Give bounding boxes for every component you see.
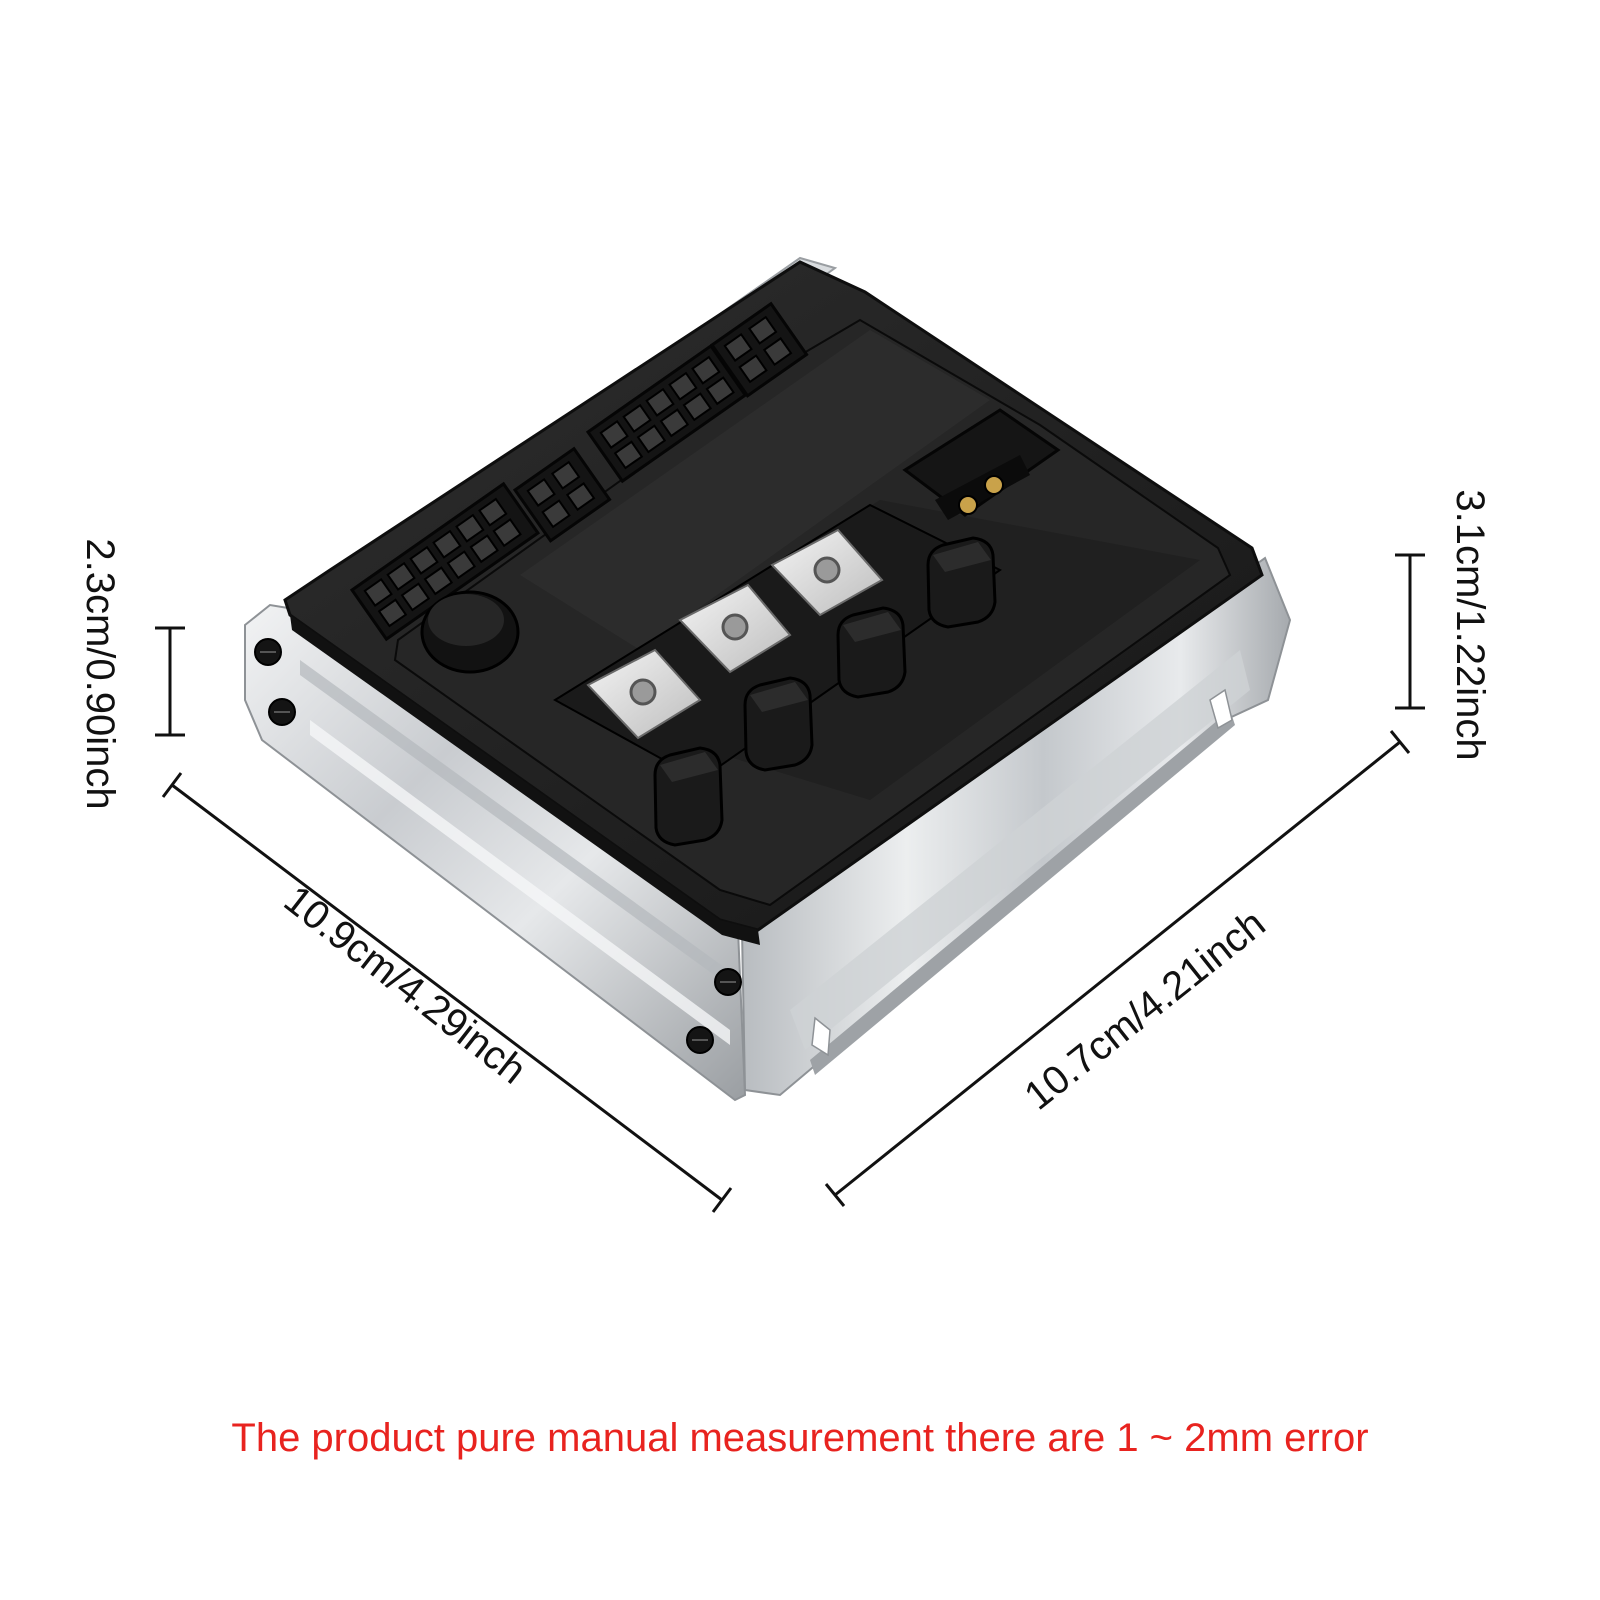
terminal-pad-1 [586, 648, 702, 740]
power-socket [902, 408, 1061, 520]
rubber-cap-2 [743, 676, 814, 772]
connector-small-left [512, 446, 612, 543]
dimension-line-left-height [155, 626, 185, 737]
dimension-line-length-right [824, 730, 1411, 1207]
height-label-left: 2.3cm/0.90inch [78, 538, 122, 810]
heatsink-front-face [244, 603, 747, 1102]
rubber-cap-1 [653, 746, 724, 847]
dimension-line-right-height [1395, 553, 1425, 710]
heatsink-right-side [740, 556, 1292, 1097]
rubber-cap-4 [926, 536, 997, 629]
height-label-right: 3.1cm/1.22inch [1448, 489, 1492, 761]
screw-rear-top [714, 968, 742, 996]
screw-rear-bottom [686, 1026, 714, 1054]
screw-front-top [254, 638, 282, 666]
connector-small-right [709, 301, 809, 398]
dimension-line-length-left [161, 772, 733, 1213]
terminal-pad-3 [770, 528, 884, 617]
measurement-disclaimer: The product pure manual measurement ther… [231, 1416, 1369, 1460]
rubber-plug [420, 590, 520, 674]
rubber-cap-3 [836, 606, 907, 699]
terminal-pad-2 [678, 583, 792, 674]
screw-front-bottom [268, 698, 296, 726]
connector-large-left [349, 481, 541, 642]
